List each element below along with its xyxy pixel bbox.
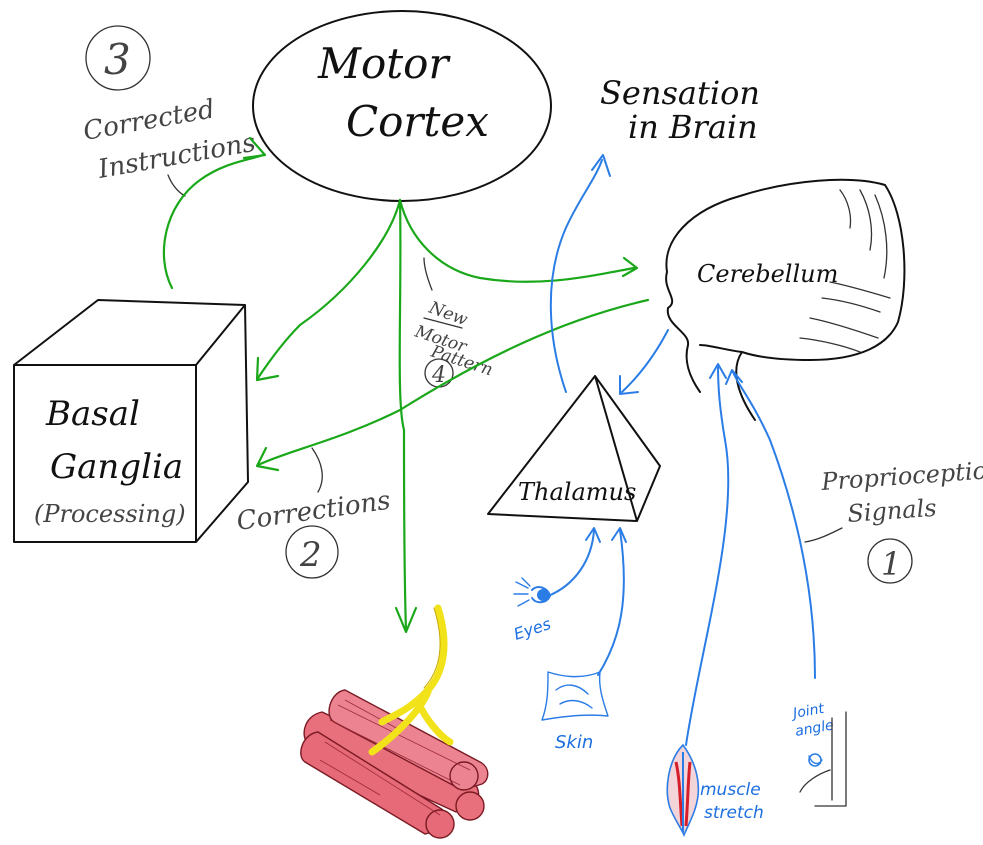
basal-ganglia-label-line1: Basal [45,394,140,434]
joint-knee-icon [799,711,847,807]
step3-circle [85,25,151,91]
basal-ganglia-node: Basal Ganglia (Processing) [13,299,249,543]
step2-number: 2 [299,535,322,575]
motor-cortex-label-line2: Cortex [346,97,489,146]
arrowhead-cerebellum-in-joint [725,369,743,385]
basal-ganglia-label-line3: (Processing) [34,500,186,528]
muscle-end-2 [455,791,485,821]
eyes-label: Eyes [511,614,553,644]
muscle-striations [319,699,471,816]
arrowhead-cerebellum-in-muscle [709,363,727,379]
arrowhead-cortex-in [242,136,267,160]
motor-cortex-node: Motor Cortex [252,10,552,202]
arrow-cortex-to-muscle [398,198,408,632]
step2-annotation: Corrections 2 [235,447,393,579]
arrow-skin-to-thalamus [597,529,625,676]
step1-number: 1 [881,545,901,583]
thalamus-node: Thalamus [487,375,661,522]
arrowhead-sensation-in [591,154,611,177]
nerve-outline [423,607,441,689]
joint-angle-input: Joint angle [789,701,847,807]
cerebellum-node: Cerebellum [665,178,906,421]
eyes-input: Eyes [511,577,553,644]
thalamus-label: Thalamus [518,478,636,506]
step3-number: 3 [104,35,131,84]
motor-pathways [162,136,650,634]
skin-patch-icon [541,671,609,721]
cerebellum-label: Cerebellum [697,260,838,288]
muscle-bundle [300,604,489,839]
skin-label: Skin [555,732,593,753]
corrected-instructions-pointer [167,174,186,197]
corrections-label: Corrections [235,486,393,537]
arrow-cerebellum-to-thalamus [621,329,669,393]
arrow-cortex-to-basal [256,198,402,380]
muscle-end-3 [425,809,455,839]
proprioception-label-line1: Proprioception [819,455,983,496]
sensation-label-line1: Sensation [600,74,760,112]
muscle-stretch-input: muscle stretch [666,743,764,838]
arrowhead-eyes-thal [585,527,601,543]
step3-annotation: 3 Corrected Instructions [81,25,258,197]
muscle-end-1 [449,761,479,791]
step1-annotation: Proprioception Signals 1 [804,455,983,584]
arrowhead-basal-in-2 [255,446,280,472]
eye-icon [513,577,551,607]
motor-cortex-outline [252,10,552,202]
sensation-in-brain-label: Sensation in Brain [600,74,760,146]
sensation-label-line2: in Brain [628,108,758,146]
arrowhead-cerebellum-in [621,256,639,278]
basal-ganglia-cube [13,299,249,543]
motor-cortex-label-line1: Motor [317,39,451,88]
joint-angle-label-line2: angle [794,717,835,740]
arrow-joint-to-cerebellum [732,371,816,679]
cerebellum-folia [799,189,891,353]
skin-input: Skin [541,671,609,753]
step1-circle [867,538,913,584]
muscle-stretch-label-line1: muscle [700,780,761,800]
step4-number: 4 [431,363,446,388]
proprioception-pointer [804,527,843,543]
muscle-stretch-label-line2: stretch [704,803,764,823]
arrow-cerebellum-to-basal [256,298,650,467]
thalamus-pyramid [487,375,661,522]
arrowhead-basal-in-1 [255,356,280,382]
step2-circle [285,525,339,579]
arrow-basal-to-cortex [162,153,265,290]
arrow-thalamus-to-sensation [549,159,603,393]
sensory-pathways [547,154,816,746]
new-underline [423,317,463,329]
joint-angle-label-line1: Joint [789,701,826,723]
muscle-spindle-icon [666,743,700,838]
new-motor-pattern-pointer [423,257,433,291]
corrections-pointer [311,447,323,493]
arrow-cortex-to-cerebellum [398,198,636,283]
arrow-eyes-to-thalamus [547,529,595,597]
basal-ganglia-label-line2: Ganglia [50,447,183,487]
cerebellum-outline [665,178,906,421]
arrowhead-muscle-in [394,606,418,634]
nerve-fiber [368,604,454,756]
proprioception-label-line2: Signals [846,494,937,528]
arrowhead-skin-thal [611,527,627,543]
arrow-muscle-to-cerebellum [685,364,730,746]
arrowhead-thalamus-in [619,375,639,395]
